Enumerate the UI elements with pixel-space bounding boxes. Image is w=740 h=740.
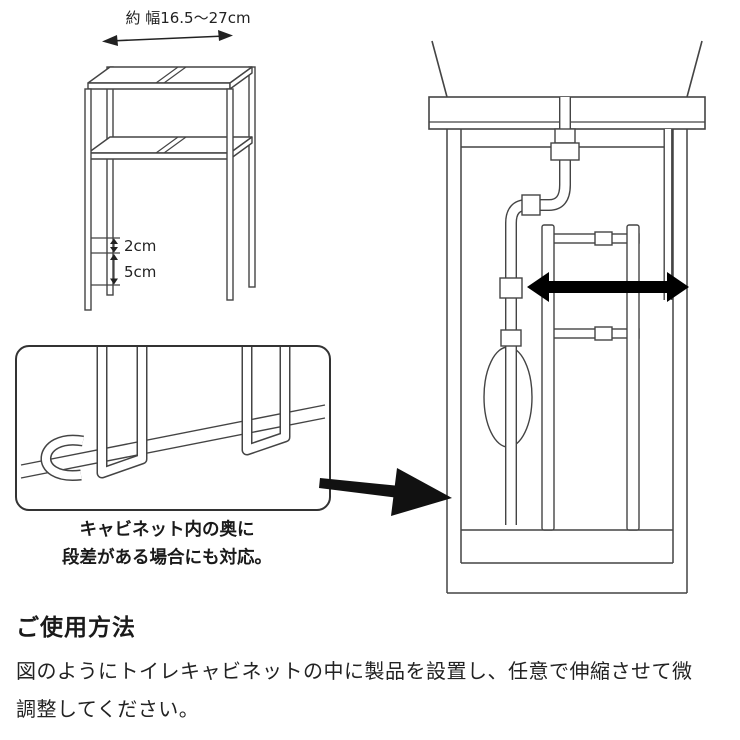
step-edge-lines — [20, 404, 326, 479]
rack-front-legs — [84, 88, 234, 311]
foot-loop — [40, 434, 84, 481]
rack-inside-cabinet — [541, 224, 640, 531]
rack-drawing: 約 幅16.5〜27cm — [84, 9, 256, 311]
cabinet-drawing — [428, 40, 706, 594]
foot-height-label: 5cm — [124, 263, 156, 281]
step-detail-drawing — [20, 347, 326, 481]
callout-caption-line2: 段差がある場合にも対応。 — [62, 548, 272, 569]
usage-heading: ご使用方法 — [16, 615, 136, 641]
usage-body: 図のようにトイレキャビネットの中に製品を設置し、任意で伸縮させて微 調整してくだ… — [16, 652, 728, 728]
pipe-fittings — [499, 128, 580, 347]
width-dimension-label: 約 幅16.5〜27cm — [125, 9, 250, 27]
cabinet-body — [446, 129, 688, 594]
right-frame-legs — [241, 347, 291, 456]
shelf-extension-seams — [155, 66, 187, 154]
left-frame-legs — [96, 347, 148, 479]
step-detail-callout — [15, 345, 331, 511]
foot-measure-arrowheads — [110, 238, 118, 285]
usage-body-line2: 調整してください。 — [16, 697, 200, 721]
width-dimension-arrow-icon — [102, 30, 233, 46]
callout-caption-line1: キャビネット内の奥に — [79, 520, 255, 540]
foot-measure-ticks — [91, 237, 120, 286]
pointer-arrow-icon — [319, 468, 452, 516]
extension-double-arrow-icon — [527, 272, 689, 302]
callout-caption: キャビネット内の奥に 段差がある場合にも対応。 — [22, 516, 312, 573]
drain-pipe — [505, 97, 571, 525]
usage-body-line1: 図のようにトイレキャビネットの中に製品を設置し、任意で伸縮させて微 — [16, 659, 693, 683]
gap-label: 2cm — [124, 237, 156, 255]
rack-shelves — [87, 66, 253, 160]
cabinet-top-slants — [431, 40, 703, 98]
